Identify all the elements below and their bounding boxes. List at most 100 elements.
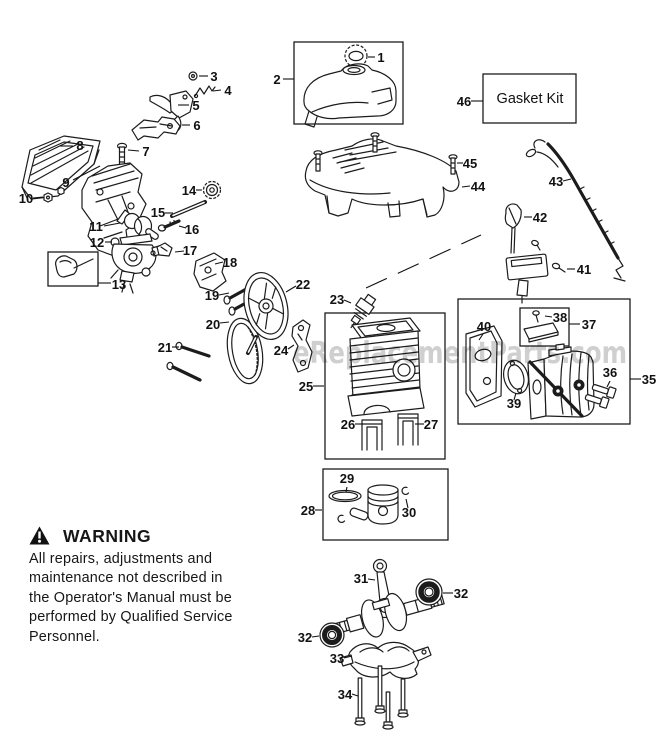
callout-label-n43: 43 — [549, 174, 563, 189]
callout-leader-n36 — [606, 380, 611, 388]
callout-leader-n43 — [562, 178, 572, 182]
callout-label-n14: 14 — [182, 183, 197, 198]
callout-label-n21: 21 — [158, 340, 172, 355]
part-3-grommet — [188, 71, 198, 81]
callout-label-n39: 39 — [507, 396, 521, 411]
callout-label-n29: 29 — [340, 471, 354, 486]
callout-label-n37: 37 — [582, 317, 596, 332]
callout-label-n13: 13 — [112, 277, 126, 292]
callout-leader-n32b — [311, 635, 320, 638]
callout-label-n35: 35 — [642, 372, 656, 387]
part-13-primer-bulb — [55, 255, 94, 278]
callout-leader-n9 — [72, 165, 101, 181]
callout-leader-n29 — [345, 486, 348, 493]
callout-label-n27: 27 — [424, 417, 438, 432]
callout-label-n5: 5 — [192, 98, 199, 113]
callout-label-n20: 20 — [206, 317, 220, 332]
callout-label-n38: 38 — [553, 310, 567, 325]
callout-label-n17: 17 — [183, 243, 197, 258]
fuel-tank-group-box — [293, 41, 404, 125]
watermark-text: eReplacementParts.com — [293, 336, 627, 371]
part-2-fuel-tank — [303, 63, 397, 128]
callout-leader-n39 — [513, 392, 517, 401]
callout-label-n18: 18 — [223, 255, 237, 270]
callout-leader-n19 — [218, 292, 230, 296]
callout-label-n10: 10 — [19, 191, 33, 206]
part-39-muffler-gasket — [503, 359, 529, 395]
callout-label-n23: 23 — [330, 292, 344, 307]
part-6-trigger-bracket — [131, 116, 181, 141]
callout-label-n3: 3 — [210, 69, 217, 84]
part-43-throttle-cable — [525, 139, 626, 282]
part-35-muffler — [527, 343, 595, 420]
part-16-screw — [157, 219, 181, 232]
part-32-bearing-left — [319, 622, 345, 648]
part-26-retainer-clip — [361, 419, 383, 451]
part-8-air-filter-cover — [21, 135, 101, 201]
callout-label-n12: 12 — [90, 235, 104, 250]
part-10-nuts — [43, 186, 65, 203]
callout-leader-n33 — [343, 655, 353, 659]
warning-line: All repairs, adjustments and — [29, 551, 213, 567]
part-41-screw — [551, 262, 566, 273]
callout-leader-n44 — [461, 185, 471, 188]
callout-label-n9: 9 — [62, 175, 69, 190]
warning-line: the Operator's Manual must be — [29, 589, 232, 606]
part-14-starter-pawl — [202, 180, 222, 200]
part-38-screw — [532, 310, 540, 323]
callout-leader-n10 — [32, 196, 44, 199]
part-20-starter-gasket — [226, 317, 264, 385]
callout-leader-n7 — [127, 149, 140, 152]
callout-leader-n38 — [544, 315, 553, 318]
callout-label-n7: 7 — [142, 144, 149, 159]
callout-label-n32b: 32 — [298, 630, 312, 645]
part-33-crankcase-half — [339, 641, 432, 679]
callout-leader-n18 — [214, 261, 224, 265]
callout-label-n30: 30 — [402, 505, 416, 520]
callout-label-n28: 28 — [301, 503, 315, 518]
callout-label-n25: 25 — [299, 379, 313, 394]
part-22-starter-pulley — [243, 272, 289, 355]
callout-label-n4: 4 — [224, 83, 232, 98]
part-29-piston-ring — [328, 489, 362, 503]
callout-label-n15: 15 — [151, 205, 165, 220]
callout-leader-n11 — [103, 222, 121, 227]
callout-label-n2: 2 — [273, 72, 280, 87]
callout-leader-n34 — [351, 693, 359, 697]
part-21-screws — [166, 341, 211, 382]
callout-leader-n31 — [367, 578, 376, 581]
callout-label-n42: 42 — [533, 210, 547, 225]
callout-leader-n17 — [174, 250, 185, 253]
callout-label-n36: 36 — [603, 365, 617, 380]
warning-line: performed by Qualified Service — [29, 609, 233, 626]
callout-label-n24: 24 — [274, 343, 289, 358]
part-15-pin — [170, 200, 207, 218]
callout-label-n41: 41 — [577, 262, 591, 277]
callout-label-n46: 46 — [457, 94, 471, 109]
callout-label-n40: 40 — [477, 319, 491, 334]
warning-line: Personnel. — [29, 628, 100, 645]
part-32-bearing-right — [415, 578, 443, 606]
spark-plug-lead-dashed-line — [365, 234, 482, 289]
part-23-spark-plug — [350, 234, 482, 329]
callout-label-n19: 19 — [205, 288, 219, 303]
part-40-heat-shield-gasket — [465, 325, 503, 408]
muffler-group-box — [457, 298, 631, 425]
warning-block: WARNING All repairs, adjustments and mai… — [29, 526, 251, 647]
part-27-retainer-clip — [397, 413, 419, 446]
part-45-cover-screws — [313, 132, 458, 175]
part-30-piston — [337, 484, 410, 525]
callout-leader-n16 — [178, 225, 187, 229]
part-44-engine-cover — [304, 138, 460, 218]
primer-bulb-group-box — [47, 251, 99, 287]
piston-group-box — [322, 468, 449, 541]
callout-leader-n4 — [212, 89, 222, 92]
callout-label-n1: 1 — [377, 50, 384, 65]
part-24-bracket — [291, 319, 313, 373]
part-9-engine-bracket — [81, 162, 147, 257]
part-25-cylinder-assembly — [347, 317, 425, 417]
muffler-plate-group-box — [519, 307, 570, 347]
callout-leader-n20 — [219, 321, 230, 324]
